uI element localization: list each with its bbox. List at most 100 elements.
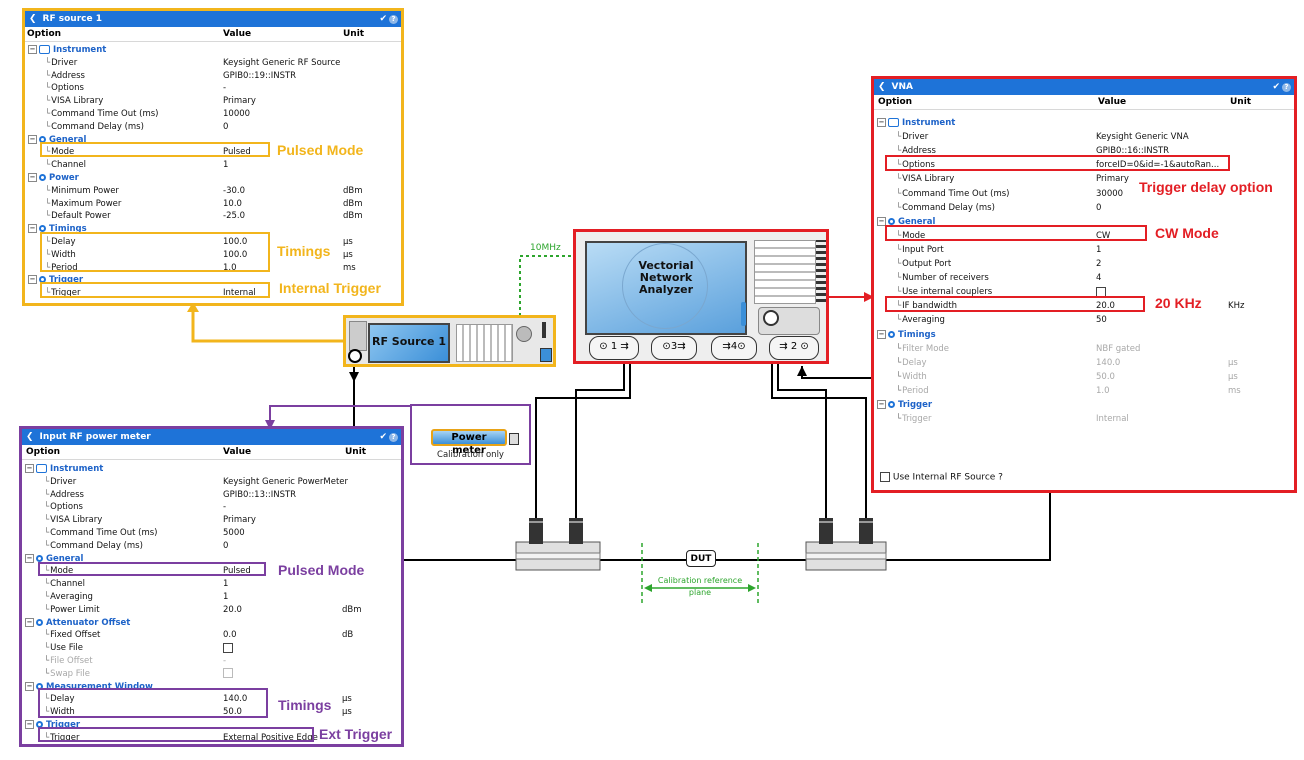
option-value[interactable]: 100.0 <box>223 237 248 247</box>
option-value[interactable]: 0 <box>1096 202 1102 213</box>
collapse-icon[interactable]: − <box>28 173 37 182</box>
collapse-icon[interactable]: − <box>28 45 37 54</box>
option-label-text: Trigger <box>902 414 932 425</box>
group-row[interactable]: −Instrument <box>22 463 401 476</box>
back-icon[interactable]: ❮ <box>29 14 37 24</box>
group-row[interactable]: −Instrument <box>25 44 401 57</box>
confirm-icon[interactable]: ✔ <box>1272 82 1280 92</box>
option-value: Internal <box>1096 414 1129 425</box>
option-value[interactable]: 100.0 <box>223 249 248 260</box>
option-value[interactable]: - <box>223 83 227 94</box>
group-row[interactable]: −Attenuator Offset <box>22 617 401 630</box>
option-label-text: VISA Library <box>902 174 955 185</box>
option-value[interactable]: 1 <box>223 592 229 602</box>
vna-port-3[interactable]: ⊙3⇉ <box>651 336 697 360</box>
collapse-icon[interactable]: − <box>877 400 886 409</box>
option-value[interactable]: 50 <box>1096 315 1107 326</box>
gear-icon <box>36 618 43 626</box>
option-value[interactable]: 1 <box>223 160 229 171</box>
collapse-icon[interactable]: − <box>28 134 37 144</box>
option-label-text: Use File <box>50 643 83 654</box>
vna-instrument[interactable]: Vectorial Network Analyzer ⊙ 1 ⇉ ⊙3⇉ ⇉4⊙… <box>573 229 829 364</box>
option-value[interactable]: 0 <box>223 540 229 551</box>
vna-port-1[interactable]: ⊙ 1 ⇉ <box>589 336 639 360</box>
option-value[interactable]: Primary <box>223 96 256 107</box>
option-value[interactable]: -30.0 <box>223 185 245 196</box>
collapse-icon[interactable]: − <box>25 553 34 563</box>
group-row[interactable]: −Instrument <box>874 117 1294 130</box>
confirm-icon[interactable]: ✔ <box>379 14 387 24</box>
option-value[interactable]: 5000 <box>223 528 245 538</box>
group-row[interactable]: −Timings <box>874 329 1294 342</box>
option-value[interactable]: 50.0 <box>223 707 242 718</box>
option-value[interactable]: 1 <box>1096 244 1102 255</box>
collapse-icon[interactable]: − <box>877 216 886 226</box>
group-row[interactable]: −General <box>22 553 401 566</box>
option-value[interactable]: 140.0 <box>223 694 248 705</box>
rf-source-instrument[interactable]: RF Source 1 <box>343 315 556 367</box>
power-meter-device[interactable]: Power meter <box>431 429 507 456</box>
group-row[interactable]: −Power <box>25 172 401 185</box>
option-value[interactable]: 1 <box>223 579 229 590</box>
option-value[interactable]: forceID=0&id=-1&autoRan... <box>1096 160 1220 171</box>
collapse-icon[interactable]: − <box>25 464 34 473</box>
option-value[interactable]: CW <box>1096 230 1111 241</box>
vna-port-4[interactable]: ⇉4⊙ <box>711 336 757 360</box>
tree-line: └ <box>896 132 902 143</box>
group-row[interactable]: −Timings <box>25 223 401 236</box>
option-value[interactable]: - <box>223 502 227 513</box>
option-value[interactable]: GPIB0::13::INSTR <box>223 489 297 500</box>
group-row[interactable]: −Trigger <box>25 274 401 287</box>
option-value[interactable]: Primary <box>223 515 256 526</box>
checkbox-box[interactable] <box>223 642 233 653</box>
collapse-icon[interactable]: − <box>877 118 886 127</box>
help-icon[interactable]: ? <box>1282 83 1291 92</box>
option-value[interactable]: Keysight Generic PowerMeter <box>223 476 349 487</box>
group-row[interactable]: −Trigger <box>874 399 1294 412</box>
tree-line: └ <box>44 668 50 679</box>
option-value[interactable]: Keysight Generic RF Source <box>223 57 341 68</box>
option-value[interactable]: External Positive Edge <box>223 732 318 743</box>
option-value[interactable]: 10000 <box>223 109 251 119</box>
collapse-icon[interactable]: − <box>25 681 34 691</box>
option-value[interactable]: GPIB0::19::INSTR <box>223 70 297 81</box>
option-value[interactable]: Keysight Generic VNA <box>1096 132 1189 143</box>
collapse-icon[interactable]: − <box>877 329 886 339</box>
option-label: └Averaging <box>896 314 945 327</box>
option-value[interactable]: Pulsed <box>223 566 251 577</box>
group-row[interactable]: −General <box>874 216 1294 229</box>
option-value[interactable]: Internal <box>223 288 256 299</box>
option-checkbox[interactable] <box>223 642 233 655</box>
option-value[interactable]: 20.0 <box>1096 301 1115 312</box>
collapse-icon[interactable]: − <box>25 617 34 627</box>
rf-timings-annotation: Timings <box>277 243 331 259</box>
option-value[interactable]: 4 <box>1096 273 1102 284</box>
back-icon[interactable]: ❮ <box>878 82 886 92</box>
option-value[interactable]: 1.0 <box>223 262 237 273</box>
vna-port-2[interactable]: ⇉ 2 ⊙ <box>769 336 819 360</box>
back-icon[interactable]: ❮ <box>26 432 34 442</box>
option-value[interactable]: 10.0 <box>223 198 242 209</box>
option-value[interactable]: GPIB0::16::INSTR <box>1096 146 1170 157</box>
option-value[interactable]: 30000 <box>1096 188 1124 199</box>
option-value[interactable]: Primary <box>1096 174 1129 185</box>
option-value[interactable]: 0 <box>223 121 229 132</box>
option-value[interactable]: 20.0 <box>223 604 242 615</box>
option-value[interactable]: Pulsed <box>223 147 251 158</box>
option-value[interactable]: 0.0 <box>223 630 237 641</box>
vna-trigger-delay-annotation: Trigger delay option <box>1139 179 1273 195</box>
option-value[interactable]: -25.0 <box>223 211 245 222</box>
option-label: └Period <box>45 262 78 275</box>
help-icon[interactable]: ? <box>389 15 398 24</box>
header-option: Option <box>26 447 61 457</box>
collapse-icon[interactable]: − <box>28 224 37 234</box>
use-internal-rf-source[interactable]: Use Internal RF Source ? <box>880 472 1003 483</box>
group-row[interactable]: −General <box>25 134 401 147</box>
option-value[interactable]: 2 <box>1096 259 1102 269</box>
confirm-icon[interactable]: ✔ <box>379 432 387 442</box>
help-icon[interactable]: ? <box>389 433 398 442</box>
collapse-icon[interactable]: − <box>28 275 37 285</box>
option-label-text: Trigger <box>51 288 81 299</box>
use-internal-rf-source-checkbox[interactable] <box>880 472 890 482</box>
collapse-icon[interactable]: − <box>25 720 34 729</box>
